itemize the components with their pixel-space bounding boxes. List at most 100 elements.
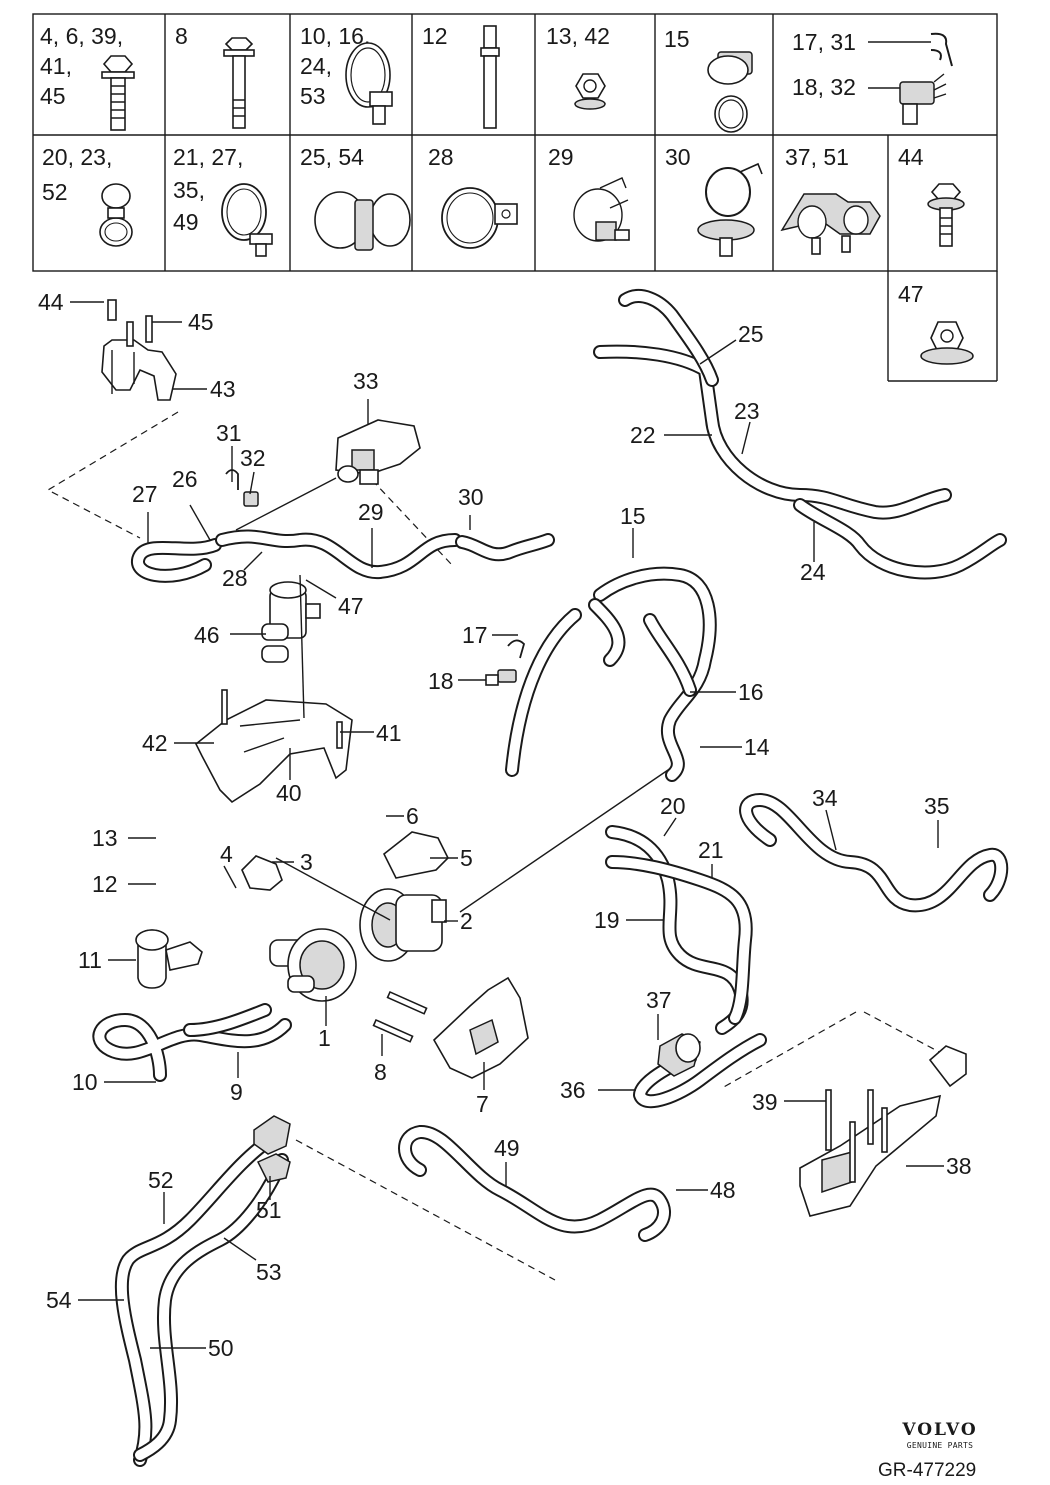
callout-16: 16: [738, 679, 764, 705]
dashed-reference-lines: [46, 411, 946, 1281]
callout-27: 27: [132, 481, 158, 507]
callout-35: 35: [924, 793, 950, 819]
legend-labels: 4, 6, 39,41,45 8 10, 16,24,53 12 13, 42 …: [40, 23, 924, 307]
legend-part-double-holder: [780, 193, 881, 255]
legend-grid: [32, 13, 998, 382]
legend-label-m: 30: [665, 144, 691, 170]
hose-9-10: [92, 1013, 292, 1082]
hose-28-29: [215, 529, 462, 580]
legend-part-clip-15: [707, 51, 753, 133]
callout-29: 29: [358, 499, 384, 525]
hose-34-35: [739, 793, 1009, 913]
hose-36: [633, 1033, 767, 1109]
callout-13: 13: [92, 825, 118, 851]
callout-5: 5: [460, 845, 473, 871]
callout-28: 28: [222, 565, 248, 591]
legend-label-a: 4, 6, 39,41,45: [40, 23, 123, 109]
legend-part-strap-clip: [314, 191, 411, 251]
callout-45: 45: [188, 309, 214, 335]
valve-33: [335, 419, 421, 485]
hose-23b: [793, 498, 1007, 580]
callout-48: 48: [710, 1177, 736, 1203]
legend-label-h: 20, 23,52: [42, 144, 112, 205]
diagram-reference: GR-477229: [878, 1460, 977, 1481]
callout-38: 38: [946, 1153, 972, 1179]
hose-50b: [133, 1153, 289, 1462]
callout-41: 41: [376, 720, 402, 746]
legend-label-o: 44: [898, 144, 924, 170]
legend-label-p: 47: [898, 281, 924, 307]
bracket-7: [372, 976, 529, 1079]
hose-15-loop: [588, 598, 697, 697]
legend-part-cable-clip: [573, 177, 630, 242]
hose-26-27: [131, 538, 222, 583]
callout-22: 22: [630, 422, 656, 448]
callout-9: 9: [230, 1079, 243, 1105]
callout-32: 32: [240, 445, 266, 471]
callout-8: 8: [374, 1059, 387, 1085]
leader-lines: [70, 301, 944, 1349]
callout-36: 36: [560, 1077, 586, 1103]
callout-51: 51: [256, 1197, 282, 1223]
callout-37: 37: [646, 987, 672, 1013]
legend-part-spring-clip: [868, 32, 953, 125]
callout-2: 2: [460, 908, 473, 934]
callout-54: 54: [46, 1287, 72, 1313]
callout-3: 3: [300, 849, 313, 875]
callout-44: 44: [38, 289, 64, 315]
callout-25: 25: [738, 321, 764, 347]
callout-26: 26: [172, 466, 198, 492]
callout-53: 53: [256, 1259, 282, 1285]
bracket-38: [799, 1045, 967, 1217]
callout-19: 19: [594, 907, 620, 933]
callout-30: 30: [458, 484, 484, 510]
legend-part-double-clamp: [99, 183, 133, 247]
legend-part-hose-clamp: [345, 42, 393, 125]
callout-34: 34: [812, 785, 838, 811]
legend-part-long-bolt: [223, 37, 255, 129]
callout-31: 31: [216, 420, 242, 446]
hose-22b: [618, 289, 719, 387]
callout-11: 11: [78, 947, 102, 973]
hose-48-49: [398, 1125, 671, 1242]
sensor-18: [485, 639, 526, 686]
callout-42: 42: [142, 730, 168, 756]
legend-label-e: 13, 42: [546, 23, 610, 49]
legend-label-d: 12: [422, 23, 448, 49]
part-11-outlet: [135, 929, 203, 989]
legend-part-ring-clamp: [441, 187, 518, 249]
callout-6: 6: [406, 803, 419, 829]
callout-numbers: 44 45 43 33 31 32 27 26 30 29 28 47 46 4…: [38, 289, 972, 1361]
legend-part-stud: [480, 25, 500, 129]
legend-part-bolt-44: [927, 183, 965, 247]
brand-subtitle: GENUINE PARTS: [906, 1441, 974, 1450]
callout-40: 40: [276, 780, 302, 806]
legend-label-b: 8: [175, 23, 188, 49]
legend-label-i: 21, 27,35,49: [173, 144, 243, 235]
callout-1: 1: [318, 1025, 331, 1051]
callout-52: 52: [148, 1167, 174, 1193]
callout-7: 7: [476, 1091, 489, 1117]
legend-label-l: 29: [548, 144, 574, 170]
callout-4: 4: [220, 841, 233, 867]
callout-39: 39: [752, 1089, 778, 1115]
legend-label-k: 28: [428, 144, 454, 170]
callout-23: 23: [734, 398, 760, 424]
hose-14-16: [505, 566, 717, 782]
callout-49: 49: [494, 1135, 520, 1161]
legend-label-f: 15: [664, 26, 690, 52]
callout-12: 12: [92, 871, 118, 897]
callout-15: 15: [620, 503, 646, 529]
legend-part-flange-nut: [920, 321, 974, 365]
brand-name: VOLVO: [902, 1420, 978, 1440]
callout-47: 47: [338, 593, 364, 619]
pump-46: [261, 581, 321, 663]
brand-logo: VOLVO GENUINE PARTS: [880, 1420, 1000, 1450]
legend-label-j: 25, 54: [300, 144, 364, 170]
legend-part-bolt: [101, 55, 135, 131]
hose-30: [455, 533, 555, 562]
hose-22-23: [593, 344, 952, 520]
callout-20: 20: [660, 793, 686, 819]
